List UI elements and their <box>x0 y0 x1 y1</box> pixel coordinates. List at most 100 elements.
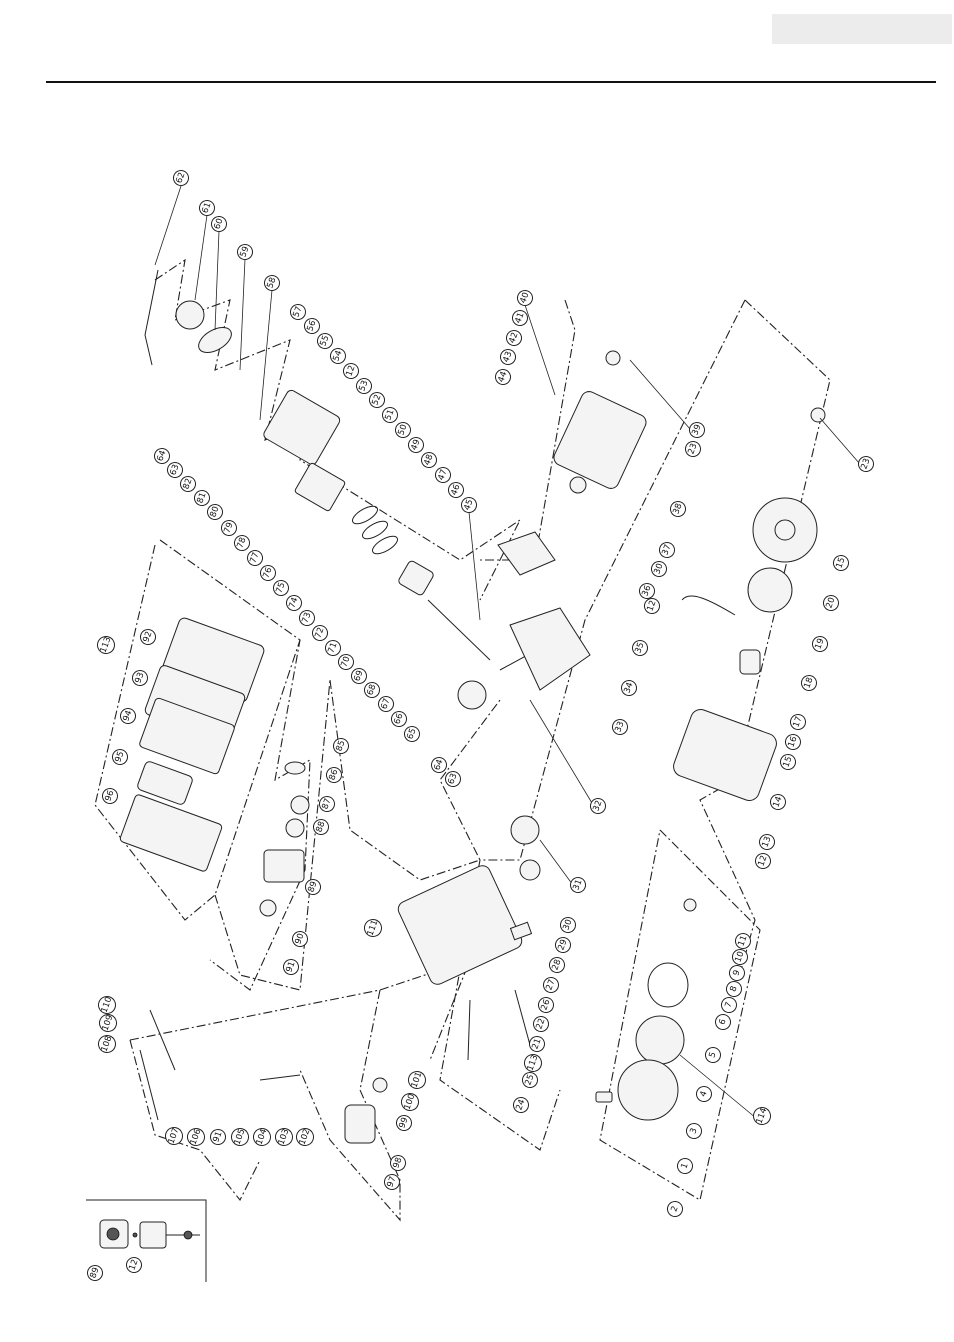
callout-circle <box>801 675 817 691</box>
callout-number: 5 <box>707 1051 718 1060</box>
callout-circle <box>378 696 394 712</box>
callout-circle <box>735 933 751 949</box>
callout-number: 54 <box>331 349 344 363</box>
callout-circle <box>780 754 796 770</box>
callout-number: 3 <box>688 1127 699 1136</box>
callout-number: 20 <box>824 596 837 610</box>
callout-64: 64 <box>431 757 447 773</box>
callout-45: 45 <box>461 497 477 513</box>
callout-50: 50 <box>395 422 411 438</box>
carburetor <box>263 849 305 883</box>
callout-26: 26 <box>538 997 554 1013</box>
callout-82: 82 <box>180 476 196 492</box>
insulator <box>290 795 310 815</box>
callout-circle <box>790 714 806 730</box>
callout-number: 35 <box>633 641 646 655</box>
callout-circle <box>696 1086 712 1102</box>
callout-88: 88 <box>313 819 329 835</box>
callout-circle <box>500 349 516 365</box>
callout-circle <box>180 476 196 492</box>
callout-number: 80 <box>208 505 221 519</box>
callout-number: 65 <box>405 727 418 741</box>
callout-12: 12 <box>644 598 660 614</box>
callout-number: 44 <box>496 370 509 384</box>
callout-number: 63 <box>168 463 181 477</box>
callout-number: 94 <box>121 709 134 723</box>
callout-78: 78 <box>234 535 250 551</box>
callout-number: 30 <box>652 562 665 576</box>
crankcase-cover-gasket <box>509 607 591 691</box>
callout-42: 42 <box>506 330 522 346</box>
callout-number: 49 <box>409 438 422 452</box>
control-cable <box>259 1074 301 1081</box>
callout-number: 91 <box>211 1130 224 1144</box>
callout-circle <box>435 467 451 483</box>
starter-motor <box>344 1104 376 1144</box>
callout-70: 70 <box>338 654 354 670</box>
choke-rod <box>139 1049 159 1121</box>
callout-number: 48 <box>422 453 435 467</box>
callout-circle <box>99 1014 117 1032</box>
callout-number: 79 <box>222 521 235 535</box>
callout-number: 37 <box>660 543 673 557</box>
starter-pulley <box>635 1015 685 1065</box>
callout-67: 67 <box>378 696 394 712</box>
callout-107: 107 <box>165 1127 183 1145</box>
callout-circle <box>356 378 372 394</box>
callout-circle <box>273 580 289 596</box>
callout-circle <box>132 670 148 686</box>
callout-12: 12 <box>126 1257 142 1273</box>
callout-95: 95 <box>112 749 128 765</box>
callout-65: 65 <box>404 726 420 742</box>
callout-circle <box>448 482 464 498</box>
connecting-rod <box>427 599 491 661</box>
callout-number: 19 <box>813 637 826 651</box>
callout-circle <box>317 333 333 349</box>
callout-15: 15 <box>780 754 796 770</box>
callout-2: 2 <box>667 1201 683 1217</box>
callout-17: 17 <box>790 714 806 730</box>
flywheel-hub <box>774 519 796 541</box>
callout-79: 79 <box>221 520 237 536</box>
callout-28: 28 <box>549 957 565 973</box>
callout-98: 98 <box>390 1155 406 1171</box>
callout-number: 12 <box>645 599 658 613</box>
callout-number: 67 <box>379 697 392 711</box>
callout-number: 50 <box>396 423 409 437</box>
callout-circle <box>404 726 420 742</box>
callout-circle <box>408 437 424 453</box>
cylinder-head <box>263 389 341 465</box>
callout-69: 69 <box>351 668 367 684</box>
callout-75: 75 <box>273 580 289 596</box>
callout-30: 30 <box>651 561 667 577</box>
callout-34: 34 <box>621 680 637 696</box>
callout-circle <box>858 456 874 472</box>
callout-circle <box>237 244 253 260</box>
callout-number: 17 <box>791 715 804 729</box>
callout-51: 51 <box>382 407 398 423</box>
callout-number: 74 <box>287 596 300 610</box>
callout-circle <box>431 757 447 773</box>
callout-number: 66 <box>392 712 405 726</box>
callout-86: 86 <box>326 767 342 783</box>
oil-slinger <box>497 531 556 576</box>
intake-gasket <box>284 761 306 775</box>
callout-number: 21 <box>530 1037 543 1051</box>
callout-number: 73 <box>300 611 313 625</box>
callout-circle <box>555 937 571 953</box>
callout-circle <box>639 583 655 599</box>
callout-circle <box>167 462 183 478</box>
callout-20: 20 <box>823 595 839 611</box>
callout-circle <box>390 1155 406 1171</box>
callout-circle <box>286 595 302 611</box>
callout-14: 14 <box>770 794 786 810</box>
callout-number: 51 <box>383 408 396 422</box>
callout-number: 88 <box>314 820 327 834</box>
callout-number: 33 <box>613 720 626 734</box>
callout-number: 95 <box>113 750 126 764</box>
piston-ring-2 <box>362 520 388 540</box>
callout-number: 24 <box>514 1098 527 1112</box>
callout-circle <box>140 629 156 645</box>
callout-40: 40 <box>517 290 533 306</box>
callout-circle <box>517 290 533 306</box>
